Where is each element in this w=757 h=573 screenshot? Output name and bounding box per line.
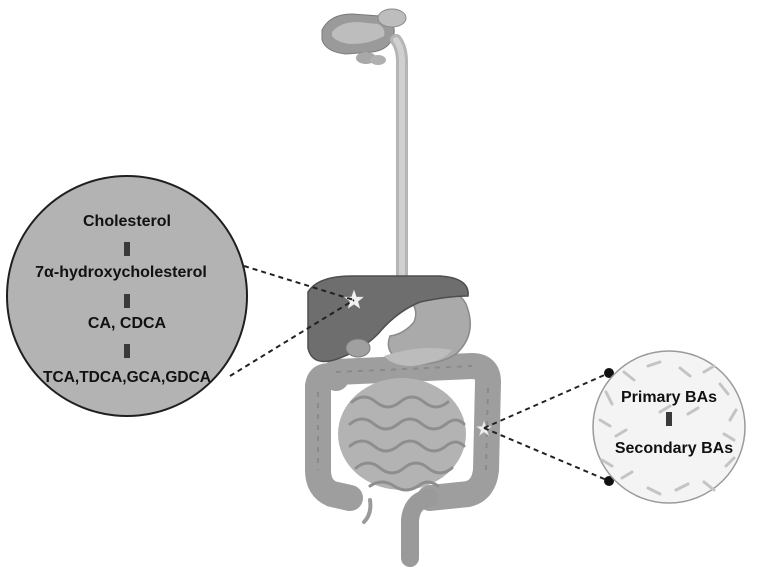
pathway-step-7a-hydroxycholesterol: 7α-hydroxycholesterol bbox=[35, 264, 207, 281]
pathway-step-ca-cdca: CA, CDCA bbox=[88, 315, 167, 332]
conversion-arrow bbox=[666, 412, 672, 426]
pathway-arrow-3 bbox=[124, 344, 130, 358]
head-organs bbox=[321, 8, 407, 65]
small-intestine bbox=[338, 378, 466, 492]
pathway-arrow-2 bbox=[124, 294, 130, 308]
gallbladder bbox=[345, 338, 371, 358]
pancreas bbox=[384, 348, 452, 366]
primary-bas-label: Primary BAs bbox=[621, 389, 717, 406]
bacteria-texture bbox=[598, 360, 738, 496]
liver-pathway-callout: Cholesterol 7α-hydroxycholesterol CA, CD… bbox=[6, 175, 248, 417]
liver-star-icon bbox=[343, 289, 365, 309]
pathway-step-cholesterol: Cholesterol bbox=[83, 213, 171, 230]
callout-dot-bottom bbox=[604, 476, 614, 486]
callout-lines bbox=[229, 265, 610, 482]
gut-microbiota-callout: Primary BAs Secondary BAs bbox=[592, 350, 746, 504]
secondary-bas-label: Secondary BAs bbox=[615, 440, 733, 457]
callout-dot-top bbox=[604, 368, 614, 378]
pathway-step-conjugated: TCA,TDCA,GCA,GDCA bbox=[43, 369, 211, 386]
pathway-arrow-1 bbox=[124, 242, 130, 256]
